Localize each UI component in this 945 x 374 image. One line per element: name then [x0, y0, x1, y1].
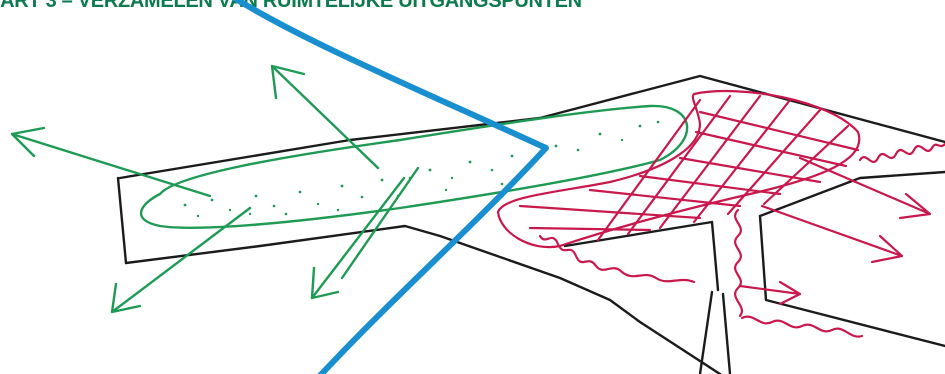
red-squiggle-right — [860, 144, 945, 162]
green-arrow-down-left — [112, 208, 250, 312]
green-arrows — [12, 66, 418, 312]
outline-stem-right — [723, 294, 730, 374]
green-zone-outline — [141, 106, 687, 228]
outline-inner-wing — [565, 222, 718, 290]
outline-right-return — [760, 216, 945, 346]
green-arrow-down-2 — [342, 168, 418, 278]
red-arrow-right-top — [800, 158, 930, 218]
blue-boundary-line — [228, 0, 546, 374]
red-arrows — [740, 158, 930, 304]
outline-left-end — [118, 178, 126, 263]
green-zone-dots — [184, 121, 660, 218]
outline-bottom — [126, 226, 720, 374]
red-zone-hatch — [520, 96, 858, 240]
red-arrow-right-mid — [762, 206, 902, 262]
outline-stem-left — [700, 292, 712, 374]
red-squiggle-bottom-left — [540, 236, 694, 282]
green-arrow-up — [272, 66, 378, 168]
green-arrow-left — [12, 128, 210, 196]
red-squiggle-vertical — [735, 210, 742, 316]
green-zone — [141, 106, 687, 228]
